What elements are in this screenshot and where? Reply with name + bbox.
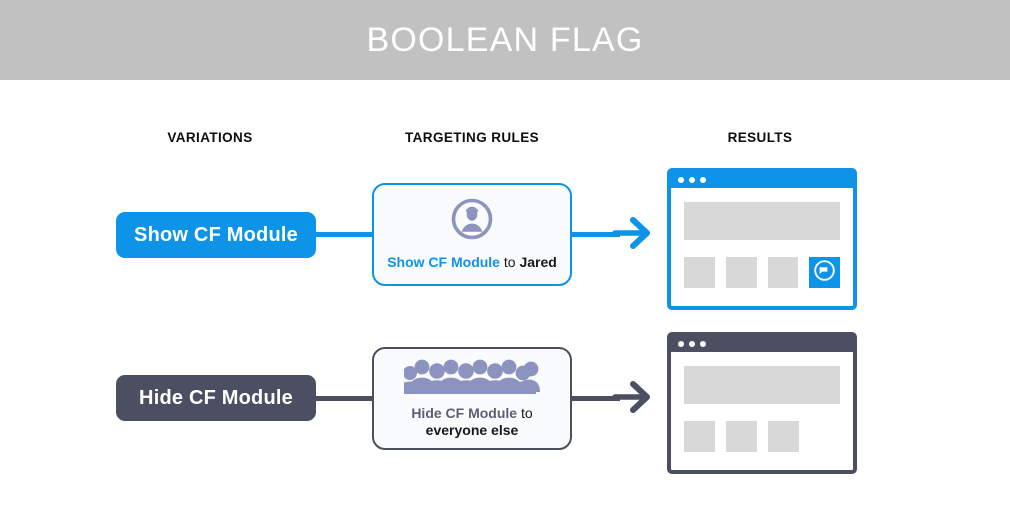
- single-user-icon: [451, 198, 493, 245]
- rule-card-show-cf-module[interactable]: Show CF Module to Jared: [372, 183, 572, 286]
- column-heading-variations: VARIATIONS: [167, 130, 253, 145]
- cf-module-tile[interactable]: [809, 257, 840, 288]
- content-tile: [684, 257, 715, 288]
- window-dot-icon: [689, 341, 695, 347]
- page-title: BOOLEAN FLAG: [366, 20, 644, 59]
- crowd-of-people-icon: [396, 358, 540, 399]
- rule-connector-text-row2: to: [517, 404, 533, 421]
- window-dot-icon: [689, 177, 695, 183]
- browser-window-without-cf-module[interactable]: [667, 332, 857, 474]
- column-heading-results: RESULTS: [727, 130, 793, 145]
- column-heading-targeting-rules: TARGETING RULES: [405, 130, 539, 145]
- content-tile: [725, 257, 757, 288]
- window-dot-icon: [678, 177, 684, 183]
- browser-titlebar-row2: [671, 336, 853, 352]
- rule-target-text-row2: everyone else: [425, 422, 519, 438]
- content-tile: [726, 421, 757, 452]
- content-tile-row: [684, 421, 840, 452]
- connector-line-row2-right: [560, 396, 620, 401]
- connector-line-row1-right: [560, 232, 620, 237]
- connector-line-row1-left: [300, 232, 380, 237]
- browser-content-row1: [671, 188, 853, 306]
- content-placeholder-block: [684, 202, 840, 240]
- browser-titlebar-row1: [671, 172, 853, 188]
- rule-accent-text-row1: Show CF Module: [387, 253, 500, 270]
- page-header: BOOLEAN FLAG: [0, 0, 1010, 80]
- window-dot-icon: [700, 177, 706, 183]
- variation-pill-hide-cf-module[interactable]: Hide CF Module: [116, 375, 316, 421]
- rule-accent-text-row2: Hide CF Module: [411, 404, 518, 421]
- variation-pill-show-cf-module[interactable]: Show CF Module: [116, 212, 316, 258]
- rule-card-hide-cf-module[interactable]: Hide CF Module to everyone else: [372, 347, 572, 450]
- content-tile: [684, 421, 715, 452]
- content-tile-row: [684, 257, 840, 288]
- content-placeholder-block: [684, 366, 840, 404]
- browser-content-row2: [671, 352, 853, 470]
- arrow-right-blue: [612, 212, 654, 259]
- content-tile: [767, 257, 799, 288]
- rule-card-label-row2: Hide CF Module to everyone else: [411, 405, 532, 440]
- rule-connector-text-row1: to: [499, 253, 520, 270]
- window-dot-icon: [700, 341, 706, 347]
- chat-bubble-icon: [813, 259, 836, 287]
- arrow-right-dark: [612, 376, 654, 423]
- rule-card-label-row1: Show CF Module to Jared: [387, 254, 557, 272]
- content-tile: [768, 421, 799, 452]
- browser-window-with-cf-module[interactable]: [667, 168, 857, 310]
- connector-line-row2-left: [300, 396, 380, 401]
- rule-target-text-row1: Jared: [519, 253, 557, 270]
- window-dot-icon: [678, 341, 684, 347]
